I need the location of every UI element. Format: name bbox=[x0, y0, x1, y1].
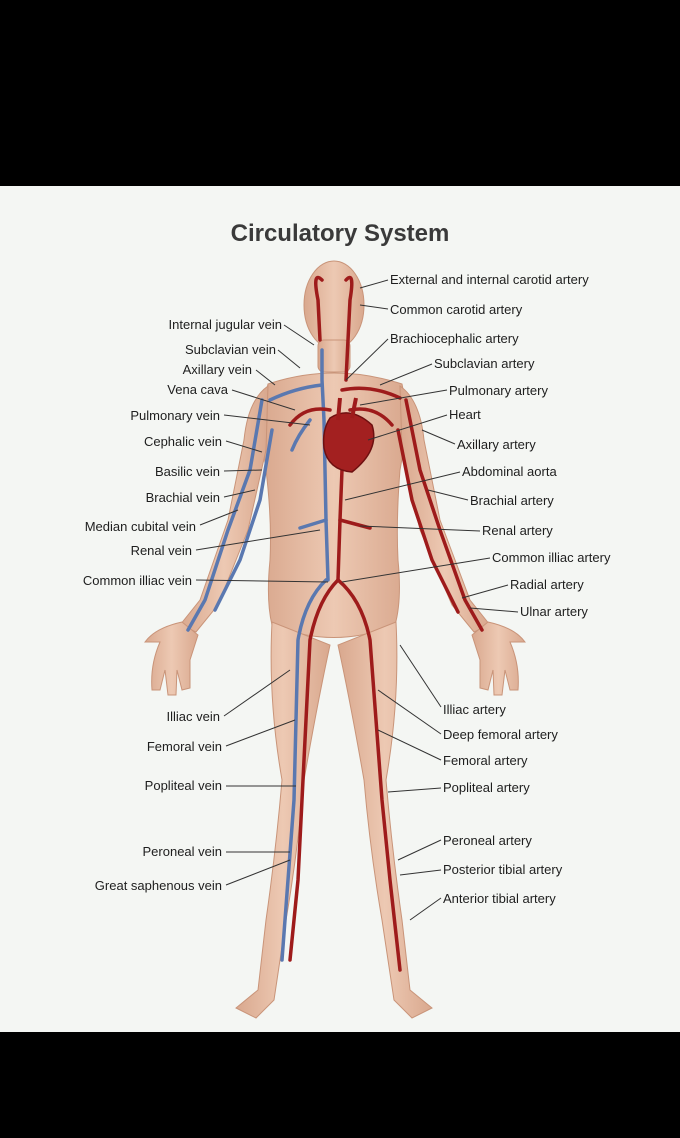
label-renal-artery: Renal artery bbox=[482, 523, 553, 538]
label-femoral-artery: Femoral artery bbox=[443, 753, 528, 768]
label-common-illiac-artery: Common illiac artery bbox=[492, 550, 611, 565]
neck bbox=[317, 339, 351, 373]
label-internal-jugular-vein: Internal jugular vein bbox=[168, 317, 282, 332]
right-hand bbox=[471, 621, 526, 696]
torso bbox=[261, 372, 407, 638]
label-deep-femoral-artery: Deep femoral artery bbox=[443, 727, 558, 742]
label-brachial-artery: Brachial artery bbox=[470, 493, 554, 508]
diagram-title: Circulatory System bbox=[230, 220, 450, 247]
label-great-saphenous-vein: Great saphenous vein bbox=[94, 878, 222, 893]
label-brachiocephalic-artery: Brachiocephalic artery bbox=[390, 331, 519, 346]
heart-organ bbox=[322, 397, 375, 473]
label-axillary-vein: Axillary vein bbox=[182, 362, 252, 377]
head bbox=[303, 260, 365, 350]
label-basilic-vein: Basilic vein bbox=[154, 464, 220, 479]
label-pulmonary-vein: Pulmonary vein bbox=[130, 408, 220, 423]
label-illiac-vein: Illiac vein bbox=[166, 709, 220, 724]
label-abdominal-aorta: Abdominal aorta bbox=[462, 464, 557, 479]
label-anterior-tibial-artery: Anterior tibial artery bbox=[443, 891, 556, 906]
label-subclavian-artery: Subclavian artery bbox=[434, 356, 535, 371]
label-posterior-tibial-artery: Posterior tibial artery bbox=[443, 862, 563, 877]
label-ulnar-artery: Ulnar artery bbox=[520, 604, 588, 619]
leader-lines bbox=[195, 279, 519, 921]
label-brachial-vein: Brachial vein bbox=[145, 490, 220, 505]
label-median-cubital-vein: Median cubital vein bbox=[84, 519, 196, 534]
label-peroneal-artery: Peroneal artery bbox=[443, 833, 532, 848]
label-external-internal-carotid-artery: External and internal carotid artery bbox=[390, 272, 589, 287]
label-popliteal-vein: Popliteal vein bbox=[144, 778, 222, 793]
right-arm bbox=[399, 385, 491, 633]
label-common-illiac-vein: Common illiac vein bbox=[82, 573, 192, 588]
label-radial-artery: Radial artery bbox=[510, 577, 584, 592]
label-illiac-artery: Illiac artery bbox=[443, 702, 506, 717]
label-peroneal-vein: Peroneal vein bbox=[142, 844, 223, 859]
label-heart: Heart bbox=[449, 407, 481, 422]
label-renal-vein: Renal vein bbox=[130, 543, 192, 558]
label-common-carotid-artery: Common carotid artery bbox=[390, 302, 523, 317]
arteries bbox=[288, 275, 484, 972]
label-axillary-artery: Axillary artery bbox=[457, 437, 536, 452]
left-hand bbox=[144, 621, 199, 696]
label-subclavian-vein: Subclavian vein bbox=[184, 342, 276, 357]
veins bbox=[186, 348, 330, 962]
label-popliteal-artery: Popliteal artery bbox=[443, 780, 530, 795]
label-pulmonary-artery: Pulmonary artery bbox=[449, 383, 548, 398]
label-femoral-vein: Femoral vein bbox=[146, 739, 222, 754]
label-cephalic-vein: Cephalic vein bbox=[143, 434, 222, 449]
label-vena-cava: Vena cava bbox=[167, 382, 228, 397]
